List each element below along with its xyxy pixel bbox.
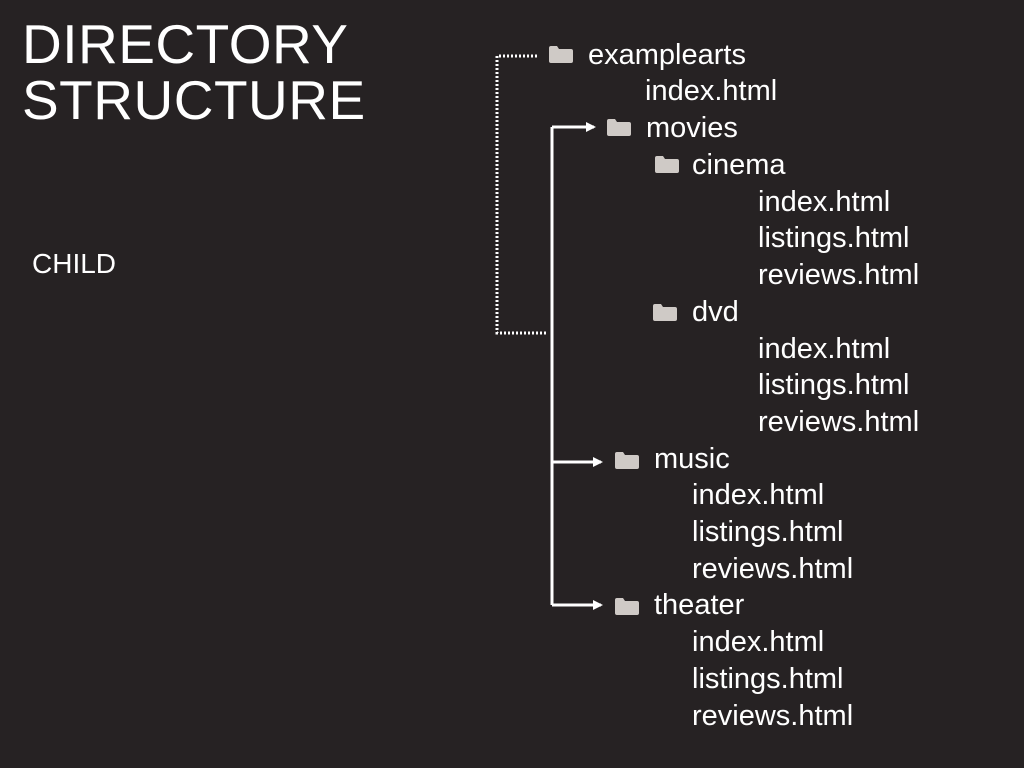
file-theater-listings[interactable]: listings.html: [692, 663, 844, 695]
file-cinema-index[interactable]: index.html: [758, 186, 891, 218]
file-cinema-reviews[interactable]: reviews.html: [758, 259, 920, 291]
file-theater-index[interactable]: index.html: [692, 626, 825, 658]
file-music-reviews[interactable]: reviews.html: [692, 553, 854, 585]
folder-icon: [549, 46, 573, 63]
file-music-index[interactable]: index.html: [692, 479, 825, 511]
file-theater-reviews[interactable]: reviews.html: [692, 700, 854, 732]
file-dvd-index[interactable]: index.html: [758, 333, 891, 365]
folder-movies[interactable]: movies: [646, 112, 738, 144]
folder-icon: [653, 304, 677, 321]
file-dvd-listings[interactable]: listings.html: [758, 369, 910, 401]
dotted-parent-child-connector: [495, 54, 547, 335]
folder-music[interactable]: music: [654, 443, 730, 475]
folder-icon: [607, 119, 631, 136]
file-cinema-listings[interactable]: listings.html: [758, 222, 910, 254]
folder-icon: [655, 156, 679, 173]
folder-cinema[interactable]: cinema: [692, 149, 786, 181]
folder-theater[interactable]: theater: [654, 589, 745, 621]
folder-dvd[interactable]: dvd: [692, 296, 739, 328]
slide-title: DIRECTORY STRUCTURE: [22, 13, 366, 131]
file-music-listings[interactable]: listings.html: [692, 516, 844, 548]
folder-examplearts[interactable]: examplearts: [588, 39, 746, 71]
folder-icon: [615, 452, 639, 469]
file-examplearts-index[interactable]: index.html: [645, 75, 778, 107]
child-label: CHILD: [32, 248, 117, 279]
file-dvd-reviews[interactable]: reviews.html: [758, 406, 920, 438]
folder-icon: [615, 598, 639, 615]
